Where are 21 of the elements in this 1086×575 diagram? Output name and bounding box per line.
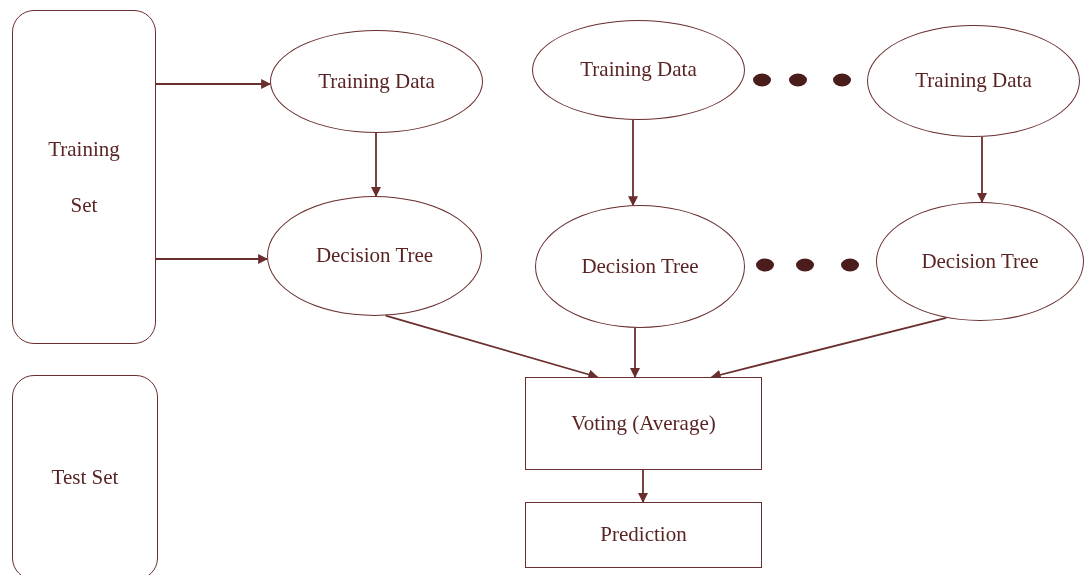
arrow bbox=[630, 327, 640, 378]
node-label: Voting (Average) bbox=[571, 410, 716, 437]
node-label: Training Data bbox=[580, 57, 697, 83]
node-label: Training Set bbox=[47, 136, 121, 219]
arrow bbox=[977, 135, 987, 203]
node-label: Decision Tree bbox=[921, 248, 1039, 275]
arrow bbox=[371, 132, 381, 197]
arrow bbox=[638, 469, 648, 503]
rounded-box bbox=[12, 10, 156, 344]
rounded-box bbox=[12, 375, 158, 575]
process-box bbox=[525, 377, 762, 470]
node-label: Decision Tree bbox=[581, 253, 699, 280]
arrow bbox=[628, 119, 638, 207]
node-label: Test Set bbox=[51, 464, 119, 491]
arrow bbox=[155, 79, 272, 89]
node-label: Training Data bbox=[915, 68, 1032, 94]
process-box bbox=[525, 502, 762, 568]
node-label: Training Data bbox=[318, 68, 435, 95]
node-label: Prediction bbox=[600, 522, 687, 548]
node-label: Decision Tree bbox=[315, 243, 434, 269]
arrow bbox=[155, 254, 269, 264]
